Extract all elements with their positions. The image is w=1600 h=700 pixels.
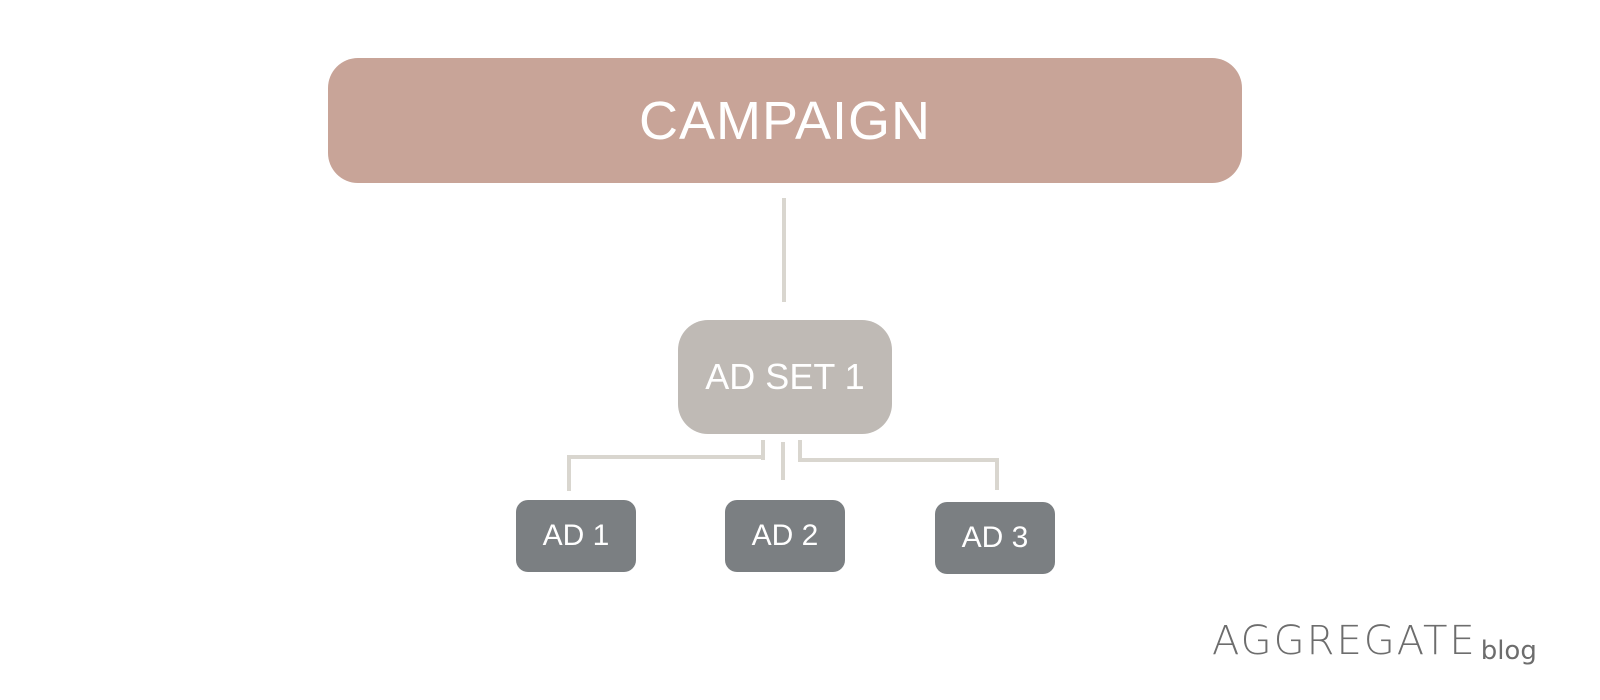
campaign-node: CAMPAIGN [328, 58, 1242, 183]
ad-node-1: AD 1 [516, 500, 636, 572]
adset-label: AD SET 1 [705, 356, 865, 397]
ad-node-3: AD 3 [935, 502, 1055, 574]
connector-adset-ad3-vertical-top [798, 440, 802, 462]
connector-adset-ad1-vertical-top [761, 440, 765, 460]
logo-main-text: AGGREGATE [1212, 618, 1477, 664]
connector-campaign-adset [782, 198, 786, 302]
connector-adset-ad1-vertical-bottom [567, 455, 571, 491]
connector-adset-ad2 [781, 442, 785, 480]
connector-adset-ad3-horizontal [798, 458, 999, 462]
connector-adset-ad3-vertical-bottom [995, 458, 999, 490]
ad-label: AD 3 [961, 521, 1029, 554]
ad-node-2: AD 2 [725, 500, 845, 572]
campaign-label: CAMPAIGN [638, 90, 932, 151]
adset-node: AD SET 1 [678, 320, 892, 434]
aggregate-blog-logo: AGGREGATE blog [1212, 618, 1537, 664]
connector-adset-ad1-horizontal [567, 455, 765, 459]
ad-label: AD 2 [751, 519, 819, 552]
ad-label: AD 1 [542, 519, 610, 552]
logo-sub-text: blog [1480, 636, 1537, 666]
